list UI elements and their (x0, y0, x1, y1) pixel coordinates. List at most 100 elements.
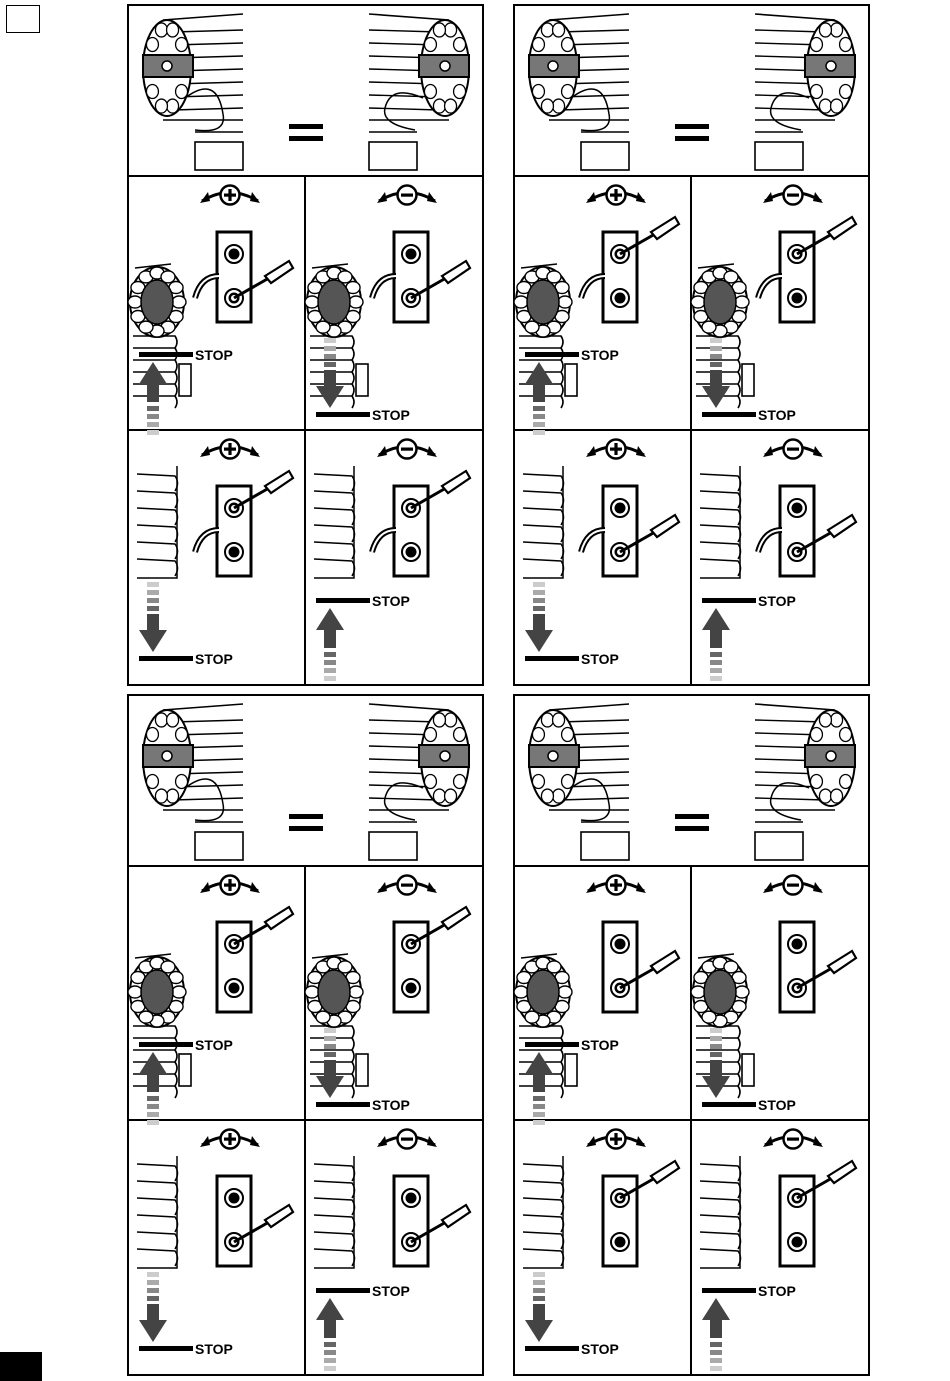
stop-line (316, 1102, 370, 1107)
panel-bottom-right: STOP STOP STOP STOP (513, 694, 870, 1376)
stop-marker: STOP (316, 1097, 410, 1113)
stop-line (702, 598, 756, 603)
arrow-up-icon (139, 1052, 167, 1125)
equals-sign (289, 814, 323, 831)
arrow-up-icon (525, 1052, 553, 1125)
stop-line (316, 1288, 370, 1293)
limit-screw-plate (758, 217, 856, 322)
shutter-roll-end-icon (514, 954, 577, 1098)
stop-marker: STOP (316, 1283, 410, 1299)
shutter-slats-icon (523, 466, 564, 578)
equals-sign (675, 124, 709, 141)
limit-screw-plate (394, 907, 470, 1012)
arrow-down-icon (139, 582, 167, 652)
panel-top-right: STOP STOP STOP STOP (513, 4, 870, 686)
stop-marker: STOP (525, 651, 619, 667)
stop-label: STOP (758, 1097, 796, 1113)
limit-screw-plate (372, 232, 470, 322)
shutter-roll-end-icon (128, 264, 191, 408)
minus-adjust-icon (763, 440, 823, 459)
shutter-slats-icon (700, 1156, 741, 1268)
minus-adjust-icon (763, 876, 823, 895)
limit-screw-plate (758, 486, 856, 576)
arrow-down-icon (139, 1272, 167, 1342)
stop-label: STOP (581, 651, 619, 667)
adjust-cell-0-0: STOP (514, 876, 679, 1126)
stop-label: STOP (581, 1037, 619, 1053)
plus-adjust-icon (586, 876, 646, 895)
minus-adjust-icon (377, 186, 437, 205)
motor-cable-right (385, 93, 423, 130)
stop-marker: STOP (316, 407, 410, 423)
limit-screw-plate (195, 232, 293, 322)
stop-marker: STOP (139, 1341, 233, 1357)
minus-adjust-icon (377, 440, 437, 459)
adjust-cell-1-1: STOP (700, 440, 856, 682)
minus-adjust-icon (377, 876, 437, 895)
motor-head-icon (755, 14, 855, 170)
stop-marker: STOP (702, 1097, 796, 1113)
arrow-down-icon (525, 1272, 553, 1342)
stop-line (702, 1288, 756, 1293)
corner-page-tab (0, 1352, 42, 1381)
header-illustration (143, 704, 469, 860)
equals-sign (675, 814, 709, 831)
shutter-slats-icon (523, 1156, 564, 1268)
minus-adjust-icon (377, 1130, 437, 1149)
minus-adjust-icon (763, 186, 823, 205)
plus-adjust-icon (200, 186, 260, 205)
adjust-cell-0-0: STOP (128, 876, 293, 1126)
stop-line (702, 412, 756, 417)
limit-screw-plate (217, 907, 293, 1012)
limit-screw-plate (780, 922, 856, 1012)
limit-screw-plate (603, 1161, 679, 1266)
corner-box (6, 5, 40, 33)
stop-line (139, 1042, 193, 1047)
stop-marker: STOP (702, 593, 796, 609)
shutter-slats-icon (314, 466, 355, 578)
stop-label: STOP (581, 1341, 619, 1357)
motor-head-icon (369, 704, 469, 860)
adjust-cell-0-1: STOP (691, 186, 856, 424)
stop-line (525, 352, 579, 357)
shutter-roll-end-icon (128, 954, 191, 1098)
plus-adjust-icon (586, 1130, 646, 1149)
stop-label: STOP (372, 407, 410, 423)
motor-cable-right (771, 93, 809, 130)
stop-label: STOP (581, 347, 619, 363)
stop-line (139, 656, 193, 661)
adjust-cell-1-1: STOP (314, 440, 470, 682)
stop-label: STOP (195, 1341, 233, 1357)
arrow-up-icon (316, 1298, 344, 1371)
limit-screw-plate (195, 471, 293, 576)
arrow-down-icon (525, 582, 553, 652)
limit-screw-plate (603, 922, 679, 1012)
stop-label: STOP (195, 1037, 233, 1053)
stop-label: STOP (372, 593, 410, 609)
plus-adjust-icon (586, 440, 646, 459)
adjust-cell-1-0: STOP (137, 440, 293, 668)
arrow-up-icon (139, 362, 167, 435)
adjust-cell-1-0: STOP (523, 1130, 679, 1358)
shutter-roll-end-icon (514, 264, 577, 408)
stop-line (525, 656, 579, 661)
adjust-cell-1-0: STOP (137, 1130, 293, 1358)
arrow-up-icon (316, 608, 344, 681)
adjust-cell-0-0: STOP (514, 186, 679, 436)
limit-screw-plate (372, 471, 470, 576)
stop-label: STOP (758, 1283, 796, 1299)
shutter-slats-icon (314, 1156, 355, 1268)
stop-label: STOP (372, 1097, 410, 1113)
stop-line (316, 412, 370, 417)
adjust-cell-0-1: STOP (305, 876, 470, 1114)
stop-marker: STOP (702, 1283, 796, 1299)
motor-cable-right (385, 783, 423, 820)
motor-cable-right (771, 783, 809, 820)
header-illustration (529, 704, 855, 860)
stop-marker: STOP (139, 651, 233, 667)
adjust-cell-0-1: STOP (691, 876, 856, 1114)
arrow-up-icon (702, 608, 730, 681)
limit-screw-plate (581, 486, 679, 576)
panel-bottom-left: STOP STOP STOP STOP (127, 694, 484, 1376)
stop-line (702, 1102, 756, 1107)
